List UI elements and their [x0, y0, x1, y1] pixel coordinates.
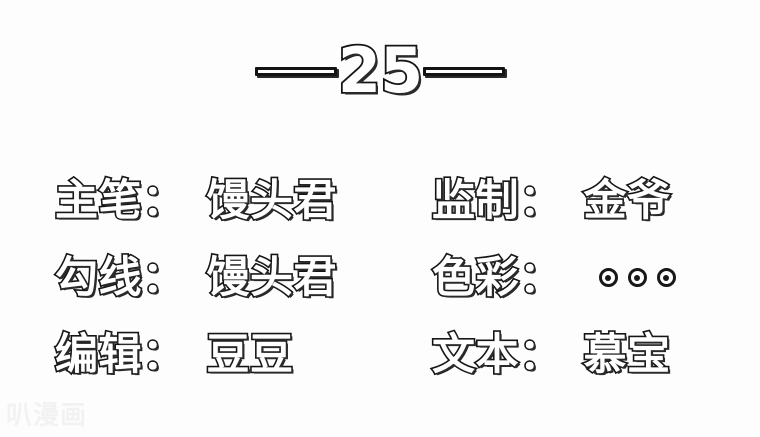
credit-entry-wenben: 文本 ： 慕宝 — [380, 329, 760, 380]
bullseye-icon — [656, 268, 676, 287]
bullseye-icon — [627, 268, 647, 287]
credit-value: 馒头君 — [205, 252, 338, 303]
credit-label: 文本 — [430, 329, 520, 380]
credit-entry-bianji: 编辑 ： 豆豆 — [0, 329, 380, 380]
credit-colon: ： — [140, 175, 186, 226]
chapter-dash-right — [423, 66, 506, 76]
credit-colon: ： — [517, 329, 563, 380]
credit-entry-zhubi: 主笔 ： 馒头君 — [0, 175, 380, 226]
credit-value: 金爷 — [582, 175, 672, 226]
credit-row: 编辑 ： 豆豆 文本 ： 慕宝 — [0, 316, 760, 393]
credit-value: 豆豆 — [205, 329, 295, 380]
credit-entry-gouxian: 勾线 ： 馒头君 — [0, 252, 380, 303]
credit-label: 编辑 — [53, 329, 143, 380]
credit-label: 色彩 — [430, 252, 520, 303]
credit-colon: ： — [140, 252, 186, 303]
chapter-dash-left — [254, 66, 337, 76]
watermark-logo: 叭漫画 — [6, 401, 88, 431]
credit-colon: ： — [140, 329, 186, 380]
credit-value-dots — [598, 268, 676, 287]
credit-entry-jianzhi: 监制 ： 金爷 — [380, 175, 760, 226]
credit-label: 勾线 — [53, 252, 143, 303]
chapter-header: 25 — [0, 36, 760, 106]
credit-value: 馒头君 — [205, 175, 338, 226]
credit-row: 勾线 ： 馒头君 色彩 ： — [0, 239, 760, 316]
credit-label: 主笔 — [53, 175, 143, 226]
credit-label: 监制 — [430, 175, 520, 226]
credit-value: 慕宝 — [582, 329, 672, 380]
bullseye-icon — [598, 268, 618, 287]
credits-list: 主笔 ： 馒头君 监制 ： 金爷 勾线 ： 馒头君 色彩 ： — [0, 162, 760, 393]
credit-row: 主笔 ： 馒头君 监制 ： 金爷 — [0, 162, 760, 239]
credit-colon: ： — [517, 252, 563, 303]
credit-entry-secai: 色彩 ： — [380, 252, 760, 303]
credit-colon: ： — [517, 175, 563, 226]
chapter-number: 25 — [336, 34, 425, 107]
